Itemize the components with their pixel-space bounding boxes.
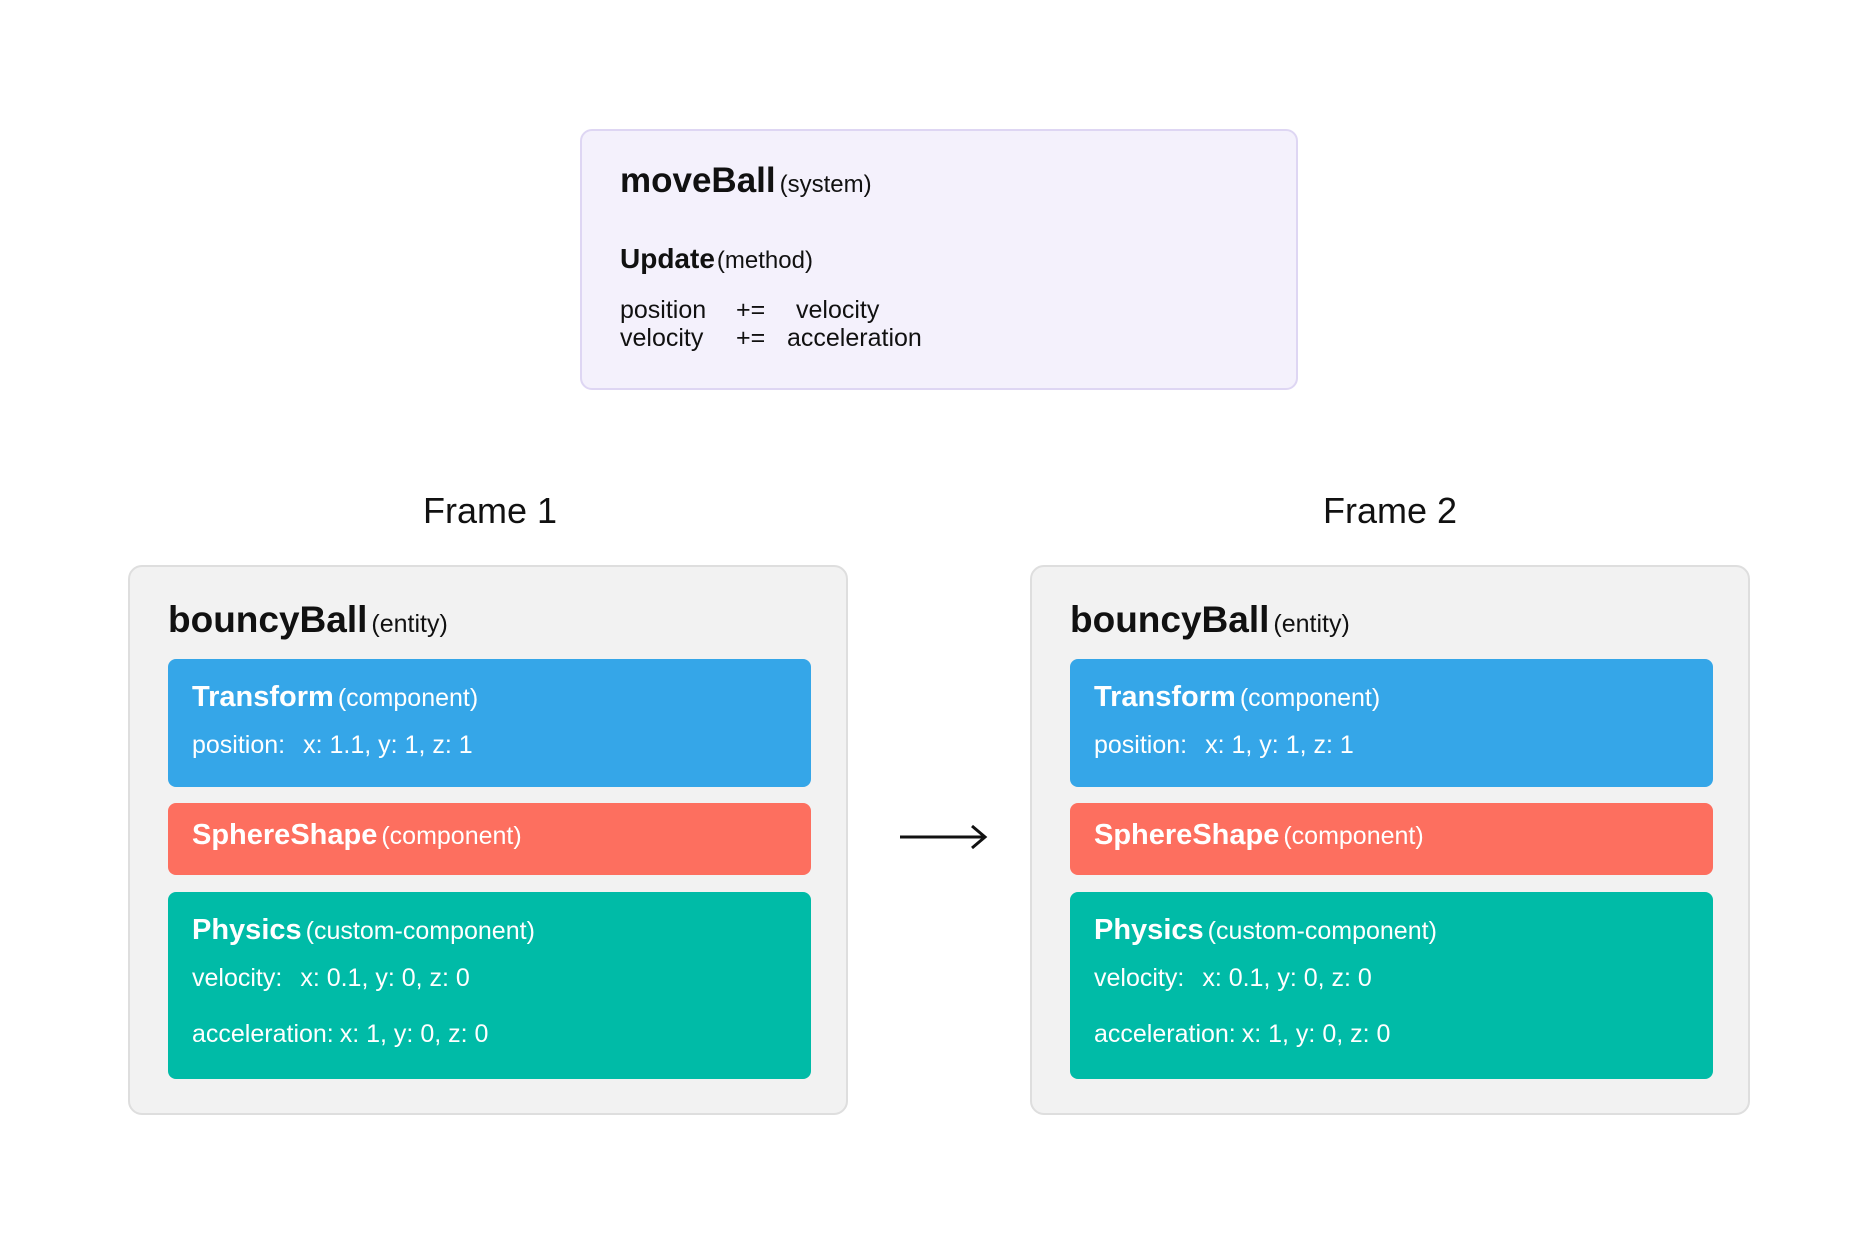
position-row: position: x: 1, y: 1, z: 1: [1094, 731, 1354, 760]
method-kind: (method): [716, 247, 813, 274]
transform-component: Transform(component) position: x: 1, y: 1…: [1070, 659, 1713, 787]
entity-kind: (entity): [1273, 610, 1350, 638]
component-kind: (custom-component): [1207, 917, 1437, 945]
system-name: moveBall: [620, 161, 776, 200]
frame-1-label: Frame 1: [422, 490, 558, 531]
code-lhs: velocity: [620, 324, 704, 352]
sphere-shape-component: SphereShape(component): [1070, 803, 1713, 875]
acceleration-row: acceleration:x: 1, y: 0, z: 0: [1094, 1020, 1390, 1049]
component-name: Physics: [1094, 914, 1204, 946]
system-title: moveBall(system): [620, 161, 872, 201]
code-rhs: acceleration: [787, 324, 922, 352]
component-name: Transform: [1094, 681, 1236, 713]
position-label: position:: [192, 731, 286, 759]
component-kind: (custom-component): [305, 917, 535, 945]
component-name: Transform: [192, 681, 334, 713]
acceleration-row: acceleration:x: 1, y: 0, z: 0: [192, 1020, 488, 1049]
position-value: x: 1, y: 1, z: 1: [1205, 731, 1354, 759]
position-row: position: x: 1.1, y: 1, z: 1: [192, 731, 473, 760]
transform-component: Transform(component) position: x: 1.1, y:…: [168, 659, 811, 787]
system-kind: (system): [779, 171, 872, 198]
velocity-label: velocity:: [192, 964, 283, 992]
component-name: Physics: [192, 914, 302, 946]
acceleration-value: x: 1, y: 0, z: 0: [1241, 1020, 1391, 1048]
entity-title: bouncyBall(entity): [1070, 599, 1350, 641]
entity-kind: (entity): [371, 610, 448, 638]
physics-component: Physics(custom-component) velocity: x: 0.…: [1070, 892, 1713, 1079]
code-operator: +=: [736, 296, 766, 324]
component-title: SphereShape(component): [1094, 819, 1424, 852]
component-title: Transform(component): [1094, 681, 1380, 714]
component-name: SphereShape: [1094, 819, 1280, 851]
component-kind: (component): [381, 822, 522, 850]
velocity-label: velocity:: [1094, 964, 1185, 992]
velocity-row: velocity: x: 0.1, y: 0, z: 0: [192, 964, 470, 993]
entity-title: bouncyBall(entity): [168, 599, 448, 641]
entity-box-frame-1: bouncyBall(entity) Transform(component) …: [128, 565, 848, 1115]
component-kind: (component): [1283, 822, 1424, 850]
velocity-value: x: 0.1, y: 0, z: 0: [1202, 964, 1372, 992]
system-box: moveBall(system) Update(method) position…: [580, 129, 1298, 390]
code-lhs: position: [620, 296, 707, 324]
position-value: x: 1.1, y: 1, z: 1: [303, 731, 473, 759]
position-label: position:: [1094, 731, 1188, 759]
acceleration-label: acceleration:: [192, 1020, 334, 1048]
acceleration-value: x: 1, y: 0, z: 0: [339, 1020, 489, 1048]
code-rhs: velocity: [796, 296, 880, 324]
physics-component: Physics(custom-component) velocity: x: 0.…: [168, 892, 811, 1079]
velocity-value: x: 0.1, y: 0, z: 0: [300, 964, 470, 992]
component-title: Transform(component): [192, 681, 478, 714]
component-kind: (component): [337, 684, 479, 712]
component-title: SphereShape(component): [192, 819, 522, 852]
entity-box-frame-2: bouncyBall(entity) Transform(component) …: [1030, 565, 1750, 1115]
code-operator: +=: [736, 324, 766, 352]
right-arrow-icon: [900, 824, 988, 850]
component-title: Physics(custom-component): [192, 914, 535, 947]
velocity-row: velocity: x: 0.1, y: 0, z: 0: [1094, 964, 1372, 993]
method-name: Update: [620, 243, 715, 274]
frame-2-label: Frame 2: [1322, 490, 1458, 531]
sphere-shape-component: SphereShape(component): [168, 803, 811, 875]
component-name: SphereShape: [192, 819, 378, 851]
component-kind: (component): [1239, 684, 1381, 712]
component-title: Physics(custom-component): [1094, 914, 1437, 947]
method-title: Update(method): [620, 243, 813, 275]
entity-name: bouncyBall: [168, 599, 368, 640]
acceleration-label: acceleration:: [1094, 1020, 1236, 1048]
entity-name: bouncyBall: [1070, 599, 1270, 640]
